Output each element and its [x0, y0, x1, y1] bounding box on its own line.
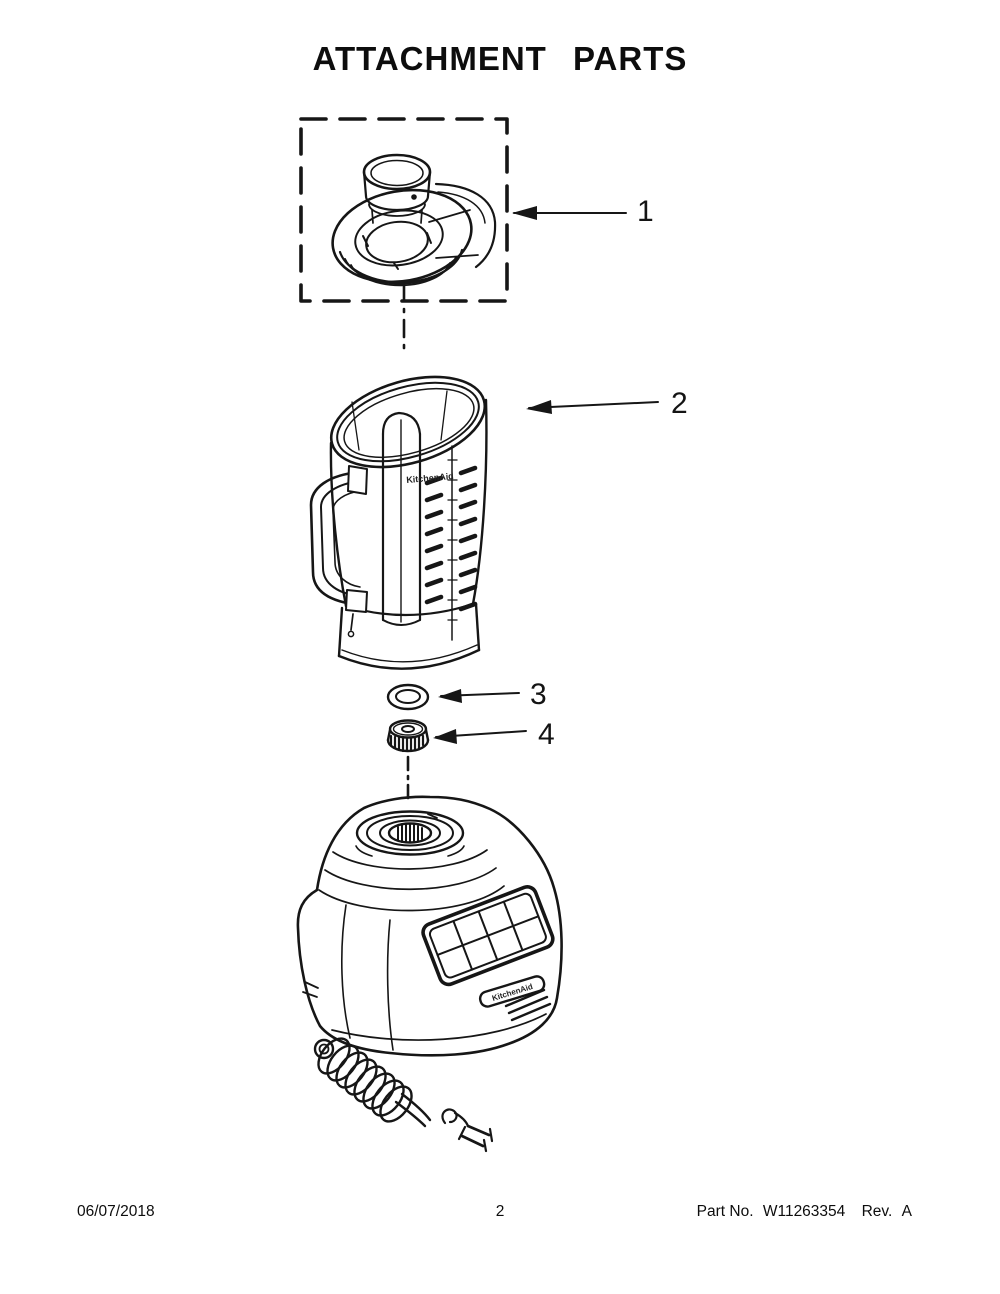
coupling-nut-drawing: [386, 719, 430, 753]
footer-page-number: 2: [495, 1203, 505, 1220]
page-title: ATTACHMENT PARTS: [312, 40, 688, 77]
footer-rev-label: Rev.: [861, 1203, 893, 1220]
callout-arrow-2: [526, 400, 659, 414]
callout-label-1: 1: [637, 195, 654, 228]
footer-part-label: Part No.: [696, 1203, 754, 1220]
footer-date: 06/07/2018: [77, 1203, 155, 1220]
callout-label-4: 4: [538, 718, 555, 751]
callout-arrow-4: [433, 729, 527, 744]
gasket-drawing: [386, 683, 430, 711]
callout-arrow-3: [438, 689, 520, 703]
jar-lid-drawing: [331, 153, 497, 287]
footer-rev-value: A: [901, 1203, 912, 1220]
blender-base-drawing: KitchenAid: [296, 795, 563, 1057]
power-plug-drawing: [441, 1108, 494, 1153]
power-cord-drawing: [313, 1037, 432, 1128]
callout-label-2: 2: [671, 387, 688, 420]
callout-arrow-1: [512, 206, 627, 220]
footer-part-number: W11263354: [762, 1203, 846, 1220]
callout-label-3: 3: [530, 678, 547, 711]
jar-brand-text: KitchenAid: [406, 471, 454, 485]
blender-jar-drawing: KitchenAid: [309, 375, 488, 670]
footer-part-info: Part No. W11263354 Rev. A: [697, 1203, 912, 1221]
